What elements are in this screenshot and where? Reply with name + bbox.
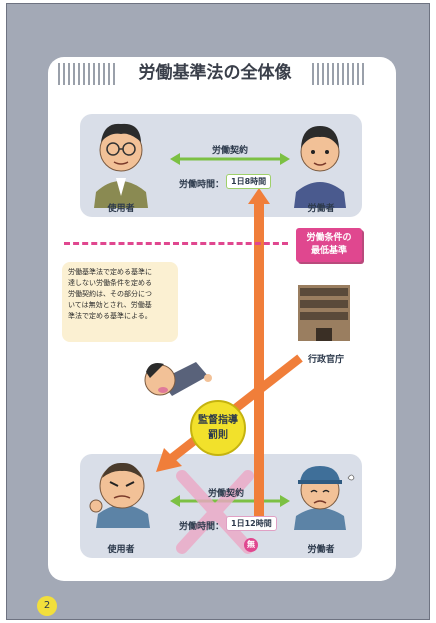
hours-label-bottom: 労働時間：	[178, 522, 224, 532]
minimum-standard-line	[64, 242, 288, 245]
worker-icon-bottom	[294, 466, 355, 530]
worker-icon-top	[294, 126, 346, 208]
worker-label-bottom: 労働者	[307, 545, 335, 555]
contract-arrow-top	[170, 153, 290, 165]
employer-icon-top	[94, 123, 148, 208]
agency-building-icon	[298, 285, 350, 341]
contract-label-bottom: 労働契約	[207, 489, 244, 499]
hours-label-top: 労働時間：	[178, 180, 224, 190]
bowing-official-icon	[144, 362, 212, 396]
standard-arrow-up	[248, 188, 270, 516]
agency-label: 行政官庁	[307, 355, 344, 365]
page-number: 2	[37, 596, 57, 616]
invalid-cross-mark	[176, 470, 254, 554]
title-decoration-right	[312, 63, 366, 85]
supervision-line1: 監督指導	[198, 415, 238, 426]
minimum-standard-badge: 労働条件の 最低基準	[296, 228, 362, 262]
hours-value-violation: 1日12時間	[226, 516, 277, 531]
invalid-badge: 無	[244, 538, 258, 552]
worker-label-top: 労働者	[307, 204, 335, 214]
supervision-line2: 罰則	[208, 430, 228, 441]
supervision-badge: 監督指導 罰則	[190, 400, 246, 456]
employer-label-bottom: 使用者	[107, 545, 135, 555]
contract-label-top: 労働契約	[211, 146, 248, 156]
minimum-standard-line2: 最低基準	[310, 246, 347, 256]
page-title: 労働基準法の全体像	[138, 63, 292, 83]
hours-value-legal: 1日8時間	[226, 174, 272, 189]
legal-note: 労働基準法で定める基準に 達しない労働条件を定める 労働契約は、その部分につ い…	[62, 262, 178, 342]
title-decoration-left	[58, 63, 118, 85]
employer-label-top: 使用者	[107, 204, 135, 214]
minimum-standard-line1: 労働条件の	[306, 233, 352, 243]
employer-icon-bottom	[89, 462, 150, 528]
